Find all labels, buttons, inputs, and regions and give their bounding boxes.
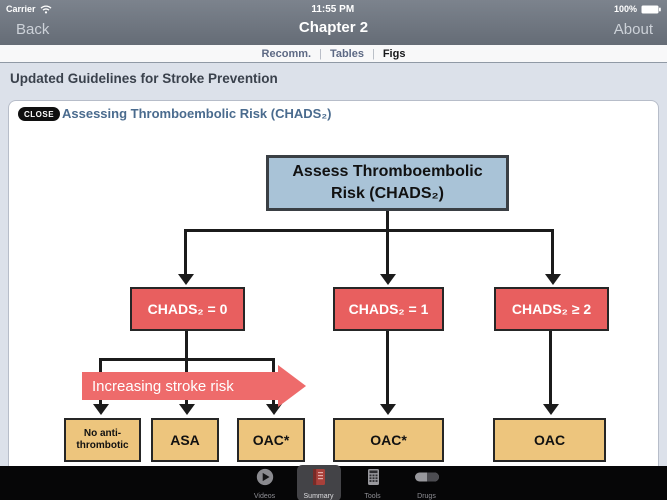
toolbar-label: Tools [364, 493, 381, 500]
status-bar: Carrier 11:55 PM 100% [0, 0, 667, 18]
flow-box-no-antithrombotic: No anti-thrombotic [64, 418, 141, 462]
flow-connector [386, 229, 389, 274]
top-bar: Carrier 11:55 PM 100% [0, 0, 667, 45]
status-time: 11:55 PM [311, 3, 355, 15]
play-circle-icon [255, 467, 275, 492]
toolbar-label: Summary [303, 493, 334, 500]
close-button[interactable]: CLOSE [18, 107, 61, 121]
toolbar-label: Videos [253, 493, 276, 500]
flow-arrowhead [545, 274, 561, 285]
flow-box-chads1: CHADS₂ = 1 [333, 287, 444, 331]
toolbar-label: Drugs [417, 493, 436, 500]
flow-connector [184, 229, 554, 232]
flow-connector [185, 331, 188, 360]
page-header-title: Chapter 2 [298, 19, 369, 36]
tab-separator: | [319, 47, 322, 60]
flow-connector [549, 331, 552, 404]
calculator-icon [363, 467, 383, 492]
back-button[interactable]: Back [16, 21, 50, 38]
carrier-label: Carrier [6, 4, 36, 14]
nav-bar: Back Chapter 2 About [0, 18, 667, 45]
bottom-toolbar: Videos Summary [0, 465, 667, 500]
battery-percent: 100% [613, 4, 637, 14]
toolbar-item-tools[interactable]: Tools [351, 465, 395, 500]
flow-box-root: Assess Thromboembolic Risk (CHADS₂) [266, 155, 509, 211]
flow-box-oac-star-2: OAC* [333, 418, 444, 462]
about-button[interactable]: About [613, 21, 653, 38]
stroke-risk-banner: Increasing stroke risk [82, 372, 278, 400]
flow-box-oac-star-1: OAC* [237, 418, 305, 462]
flow-box-oac: OAC [493, 418, 606, 462]
tab-separator: | [371, 47, 375, 60]
flow-box-asa: ASA [151, 418, 219, 462]
battery-icon [641, 5, 661, 14]
toolbar-item-videos[interactable]: Videos [243, 465, 287, 500]
figure-title: Assessing Thromboembolic Risk (CHADS₂) [62, 106, 332, 121]
flow-arrowhead [178, 274, 194, 285]
flow-connector [386, 331, 389, 404]
flow-arrowhead [380, 274, 396, 285]
flow-arrowhead [380, 404, 396, 415]
tab-tables[interactable]: Tables [329, 47, 364, 60]
toolbar-item-drugs[interactable]: Drugs [405, 465, 449, 500]
stroke-risk-banner-arrowhead [278, 365, 306, 407]
flow-box-chads2: CHADS₂ ≥ 2 [494, 287, 609, 331]
flow-arrowhead [543, 404, 559, 415]
page-title: Updated Guidelines for Stroke Prevention [10, 71, 278, 86]
flow-arrowhead [266, 404, 282, 415]
flow-box-chads0: CHADS₂ = 0 [130, 287, 245, 331]
book-icon [309, 467, 329, 492]
flow-connector [551, 229, 554, 274]
tab-figs[interactable]: Figs [382, 47, 406, 60]
flow-arrowhead [93, 404, 109, 415]
tab-recomm[interactable]: Recomm. [261, 47, 312, 60]
section-tabs: Recomm. | Tables | Figs [0, 45, 667, 63]
flow-arrowhead [179, 404, 195, 415]
wifi-icon [40, 4, 52, 14]
flow-connector [184, 229, 187, 274]
toolbar-item-summary[interactable]: Summary [296, 465, 341, 500]
flow-connector [386, 211, 389, 231]
pill-icon [414, 467, 440, 492]
